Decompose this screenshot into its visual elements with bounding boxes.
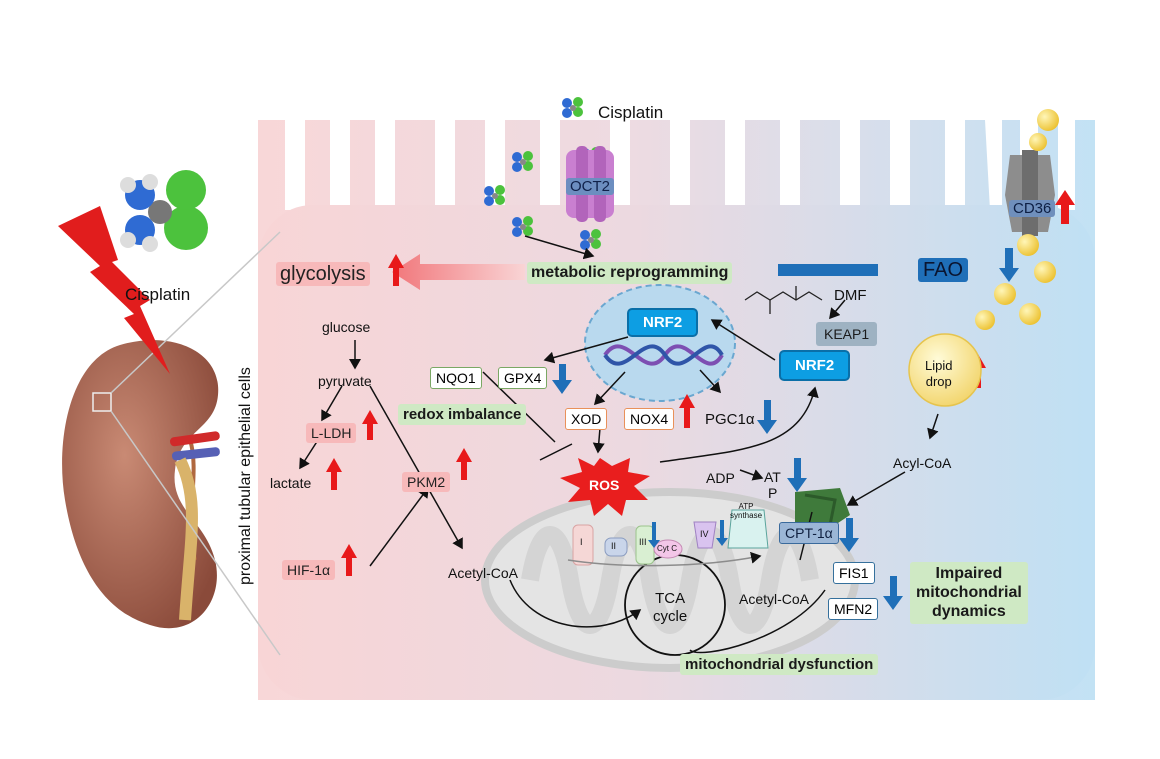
acetylcoa-right-label: Acetyl-CoA (739, 591, 810, 607)
fis1-label: FIS1 (833, 562, 875, 584)
fao-arrow-bar (778, 264, 878, 276)
lightning-bolt-icon (58, 206, 170, 374)
glycolysis-label: glycolysis (276, 262, 370, 286)
complex-iv-label: IV (700, 529, 709, 539)
glucose-label: glucose (322, 319, 371, 335)
nrf2-nucleus-label: NRF2 (627, 308, 699, 337)
metabolic-reprogramming-label: metabolic reprogramming (527, 262, 733, 284)
cisplatin-left-label: Cisplatin (125, 285, 191, 304)
nqo1-label: NQO1 (430, 367, 482, 389)
kidney-illustration (62, 231, 281, 656)
cytc-label: Cyt C (657, 544, 677, 553)
pyruvate-label: pyruvate (318, 373, 372, 389)
mitochondrial-dysfunction-label: mitochondrial dysfunction (680, 654, 879, 675)
etc-complexes (572, 509, 769, 566)
fao-label: FAO (918, 258, 969, 282)
cpt1a-label: CPT-1α (779, 522, 839, 544)
dmf-label: DMF (834, 287, 867, 304)
acetylcoa-left-label: Acetyl-CoA (448, 565, 519, 581)
atp-label-part2: P (768, 485, 778, 501)
ptec-label: proximal tubular epithelial cells (237, 367, 254, 585)
nox4-label: NOX4 (624, 408, 675, 430)
dmf-molecule-icon (744, 286, 823, 314)
hif1a-label: HIF-1α (282, 560, 336, 580)
glycolysis-arrow (392, 254, 525, 290)
adp-label: ADP (706, 470, 735, 486)
ros-label: ROS (589, 477, 620, 493)
gpx4-label: GPX4 (498, 367, 548, 389)
nrf2-cytoplasm-label: NRF2 (779, 350, 851, 381)
cd36-label: CD36 (1009, 200, 1056, 217)
lipid-drop-label: Lipid drop (925, 358, 953, 389)
pgc1a-label: PGC1α (705, 411, 755, 428)
atp-synthase-label: ATP synthase (730, 502, 763, 520)
complex-i-label: I (580, 537, 583, 547)
complex-iii-label: III (639, 537, 647, 547)
pkm2-label: PKM2 (402, 472, 451, 492)
cd36-transporter-icon (1005, 150, 1055, 236)
atp-label-part1: AT (764, 469, 781, 485)
redox-imbalance-label: redox imbalance (398, 404, 527, 425)
l-ldh-label: L-LDH (306, 423, 357, 443)
lactate-label: lactate (270, 475, 312, 491)
complex-ii-label: II (611, 541, 617, 551)
acylcoa-label: Acyl-CoA (893, 455, 952, 471)
xod-label: XOD (565, 408, 608, 430)
cisplatin-molecule-large (120, 170, 208, 252)
ros-starburst-icon (560, 458, 650, 516)
cisplatin-top-label: Cisplatin (598, 103, 664, 122)
impaired-dynamics-label: Impaired mitochondrial dynamics (910, 562, 1028, 624)
mfn2-label: MFN2 (828, 598, 879, 620)
cisplatin-molecule-icon-group (484, 97, 601, 250)
dna-helix-icon (603, 344, 724, 366)
keap1-label: KEAP1 (816, 322, 878, 346)
lipid-drop-icon (908, 333, 982, 407)
lipid-droplets-icon (975, 109, 1059, 330)
oct2-label: OCT2 (566, 178, 615, 195)
tca-cycle-label: TCA cycle (653, 590, 688, 625)
down-arrow-icons (552, 248, 1019, 610)
